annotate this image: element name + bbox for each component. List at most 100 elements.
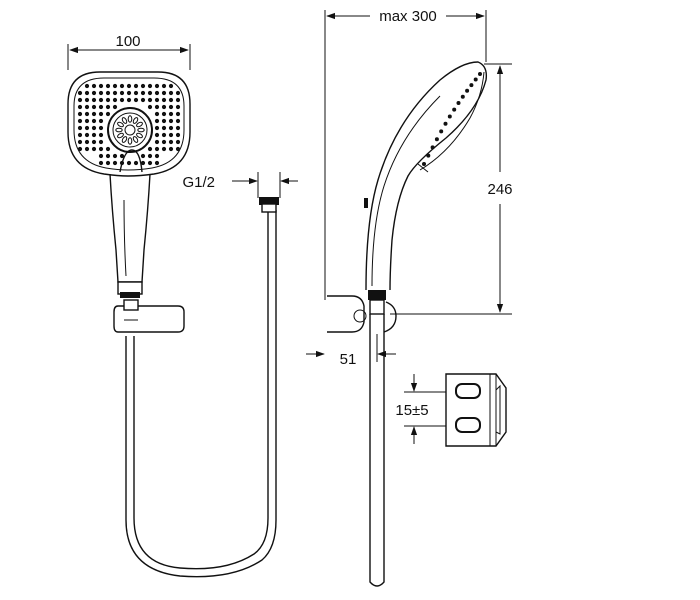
nozzle-dot	[112, 83, 118, 89]
nozzle-dot	[161, 139, 167, 145]
nozzle-dot	[154, 90, 160, 96]
nozzle-dot	[119, 90, 125, 96]
nozzle-dot	[98, 90, 104, 96]
nozzle-dot	[161, 104, 167, 110]
nozzle-dot	[105, 83, 111, 89]
side-nozzle-dot	[456, 101, 461, 105]
nozzle-dot	[126, 97, 132, 103]
nozzle-dot	[98, 132, 104, 138]
nozzle-dot	[161, 118, 167, 124]
nozzle-dot	[119, 97, 125, 103]
nozzle-dot	[175, 111, 181, 117]
nozzle-dot	[77, 132, 83, 138]
dim-head-width: 100	[67, 33, 191, 70]
side-nozzle-dot	[478, 72, 482, 76]
nozzle-dot	[84, 83, 90, 89]
nozzle-dot	[91, 132, 97, 138]
nozzle-dot	[147, 97, 153, 103]
nozzle-dot	[91, 146, 97, 152]
nozzle-dot	[147, 83, 153, 89]
label-wall-offset: 51	[340, 351, 357, 368]
label-adjust-range: 15±5	[395, 402, 428, 419]
side-nozzle-dot	[460, 94, 465, 99]
nozzle-dot	[140, 153, 146, 159]
dim-height: 246	[390, 63, 513, 315]
nozzle-dot	[147, 90, 153, 96]
nozzle-dot	[119, 83, 125, 89]
nozzle-dot	[105, 146, 111, 152]
rosette-petal	[115, 127, 123, 133]
nozzle-dot	[126, 160, 132, 166]
nozzle-dot	[175, 132, 181, 138]
rosette-petal	[136, 121, 143, 128]
nozzle-dot	[112, 160, 118, 166]
nozzle-dot	[140, 160, 146, 166]
nozzle-dot	[168, 146, 174, 152]
nozzle-dot	[154, 153, 160, 159]
nozzle-dot	[91, 97, 97, 103]
nozzle-dot	[133, 97, 139, 103]
nozzle-dot	[84, 104, 90, 110]
nozzle-dot	[168, 97, 174, 103]
center-spray-rosette	[107, 107, 153, 153]
rosette-petal	[127, 115, 133, 123]
nozzle-dot	[84, 146, 90, 152]
nozzle-dot	[112, 97, 118, 103]
nozzle-dot	[161, 90, 167, 96]
nozzle-dot	[98, 83, 104, 89]
nozzle-dot	[91, 111, 97, 117]
label-max-length: max 300	[379, 8, 437, 25]
nozzle-dot	[98, 146, 104, 152]
nozzle-dot	[84, 132, 90, 138]
nozzle-dot	[168, 83, 174, 89]
nozzle-dot	[105, 97, 111, 103]
rosette-petal	[121, 117, 128, 124]
nozzle-dot	[175, 97, 181, 103]
handle-outline	[109, 173, 151, 283]
side-nozzle-dot	[430, 145, 435, 150]
nozzle-dot	[105, 160, 111, 166]
nozzle-dot	[112, 90, 118, 96]
side-nozzle-dot	[447, 114, 452, 119]
side-nozzle-dot	[426, 153, 431, 158]
front-view-hand-shower: 100	[67, 33, 277, 578]
nozzle-dot	[98, 160, 104, 166]
nozzle-dot	[98, 111, 104, 117]
side-nozzle-dot	[443, 121, 448, 126]
nozzle-dot	[161, 125, 167, 131]
wall-bracket-front	[113, 299, 185, 333]
nozzle-dot	[91, 83, 97, 89]
nozzle-dot	[133, 160, 139, 166]
nozzle-dot	[119, 153, 125, 159]
rosette-petal	[117, 132, 124, 139]
nozzle-dot	[77, 139, 83, 145]
nozzle-dot	[175, 118, 181, 124]
nozzle-dot	[161, 146, 167, 152]
nozzle-dot	[147, 146, 153, 152]
side-spray-nozzles	[422, 72, 482, 166]
nozzle-dot	[77, 97, 83, 103]
nozzle-dot	[77, 111, 83, 117]
rosette-petal	[136, 132, 143, 139]
spray-nozzles	[77, 83, 181, 166]
nozzle-dot	[168, 90, 174, 96]
nozzle-dot	[112, 104, 118, 110]
nozzle-dot	[161, 83, 167, 89]
nozzle-dot	[175, 125, 181, 131]
nozzle-dot	[154, 118, 160, 124]
nozzle-dot	[175, 90, 181, 96]
nozzle-dot	[175, 139, 181, 145]
side-nozzle-dot	[469, 83, 474, 88]
nozzle-dot	[154, 139, 160, 145]
nozzle-dot	[98, 153, 104, 159]
dim-wall-offset: 51	[306, 334, 396, 368]
label-head-width: 100	[115, 33, 140, 50]
nozzle-dot	[98, 139, 104, 145]
nozzle-dot	[91, 104, 97, 110]
side-hose	[369, 314, 385, 587]
nozzle-dot	[126, 83, 132, 89]
nozzle-dot	[84, 139, 90, 145]
side-nozzle-dot	[465, 88, 470, 93]
side-nozzle-dot	[434, 137, 439, 142]
nozzle-dot	[77, 118, 83, 124]
